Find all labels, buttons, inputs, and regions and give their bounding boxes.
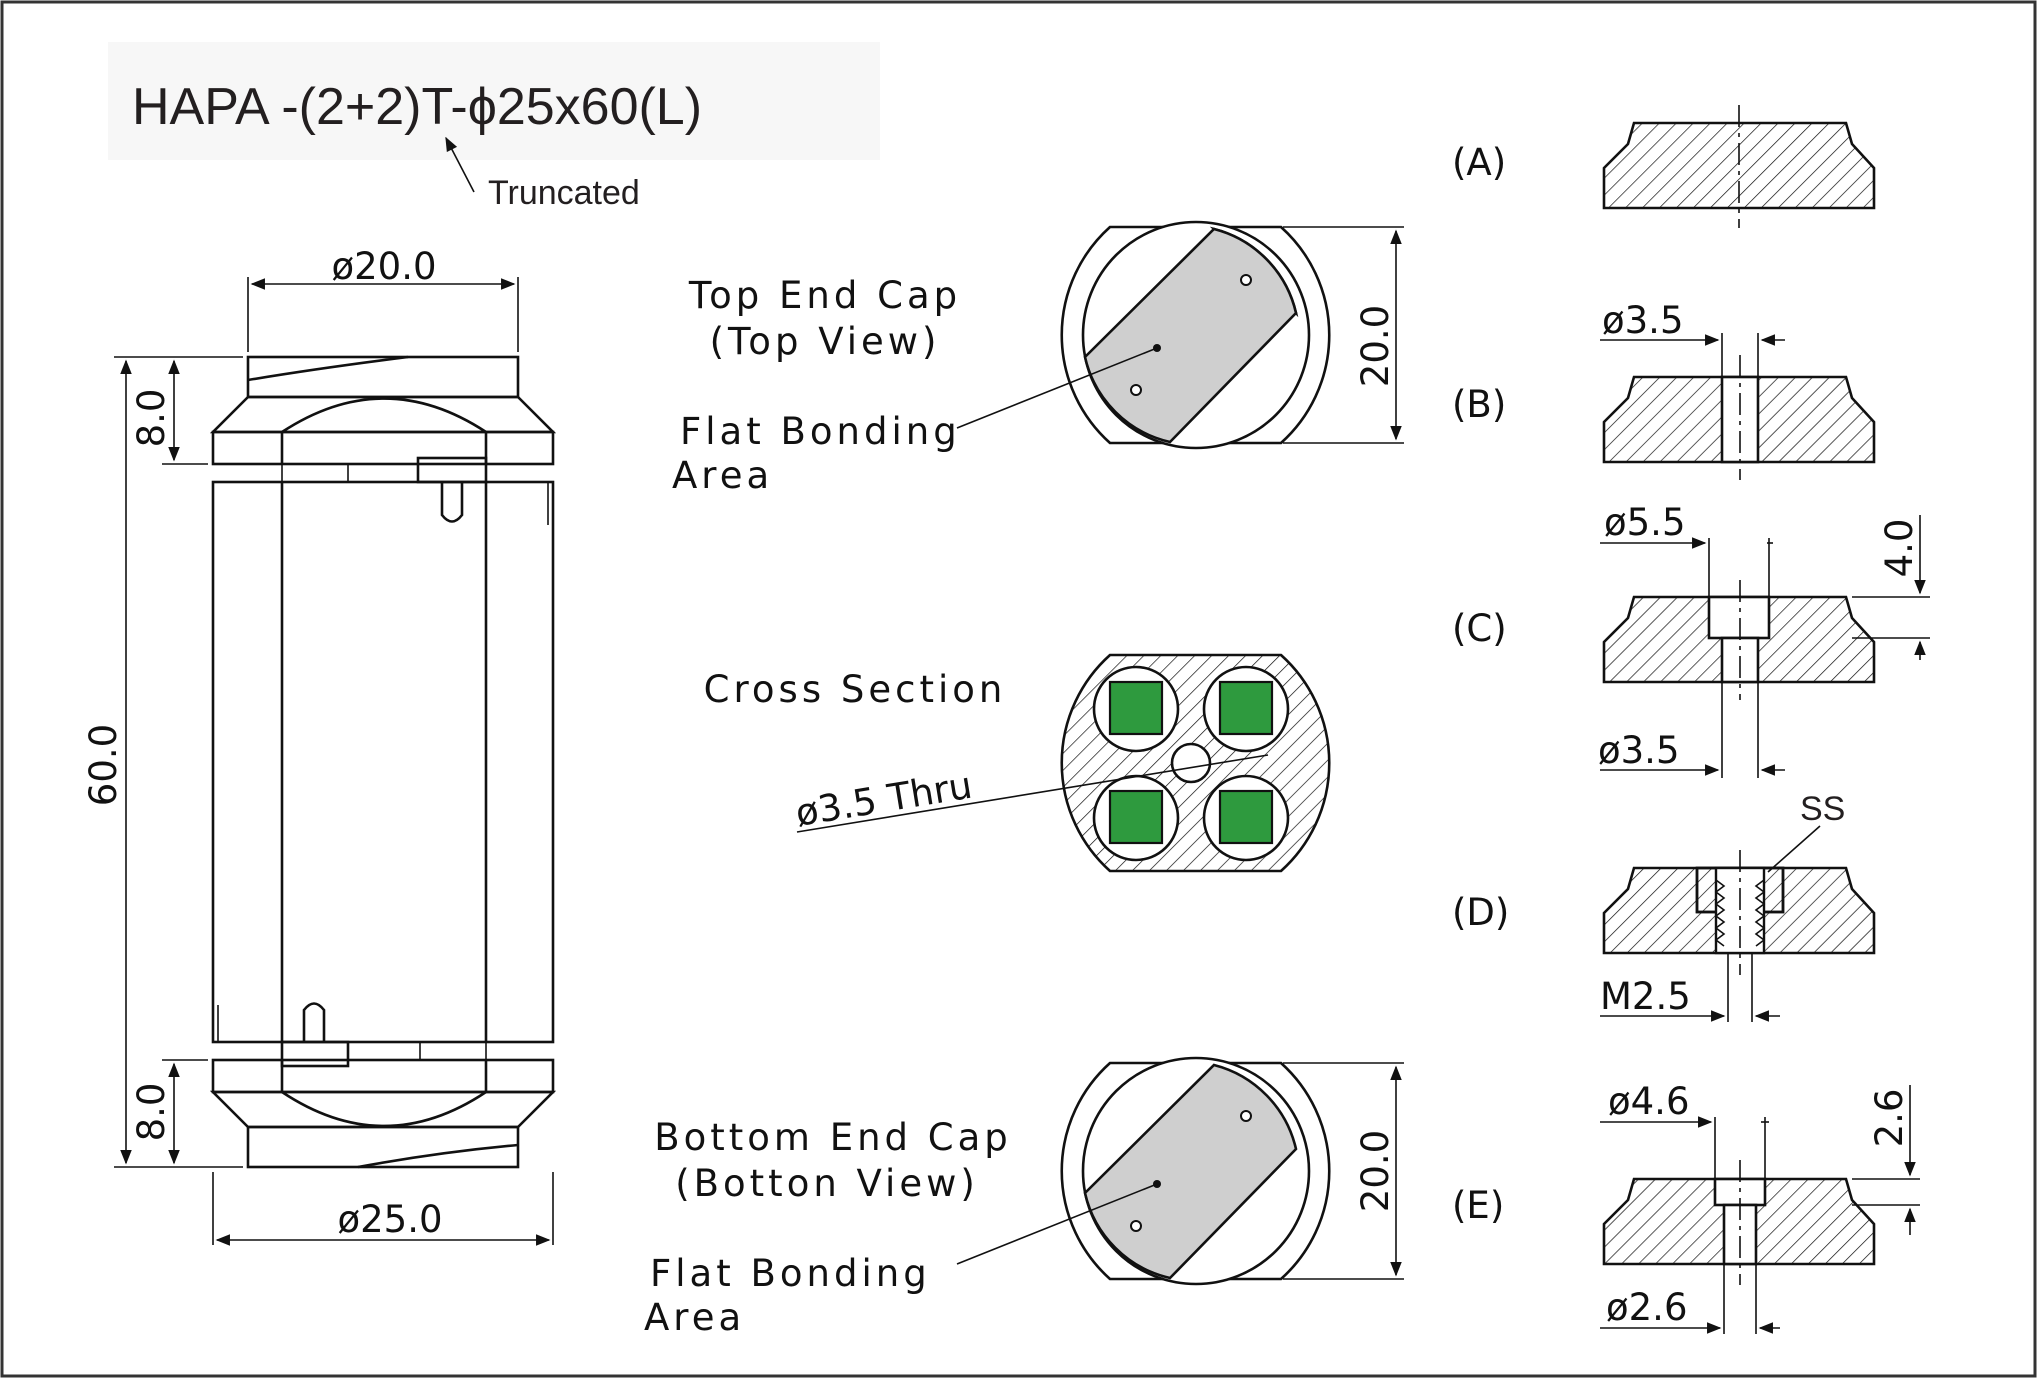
- variant-e-hole: ø2.6: [1606, 1286, 1687, 1329]
- side-view: [209, 355, 557, 1169]
- cross-section-view: Cross Section ø3.5 Thru: [704, 653, 1331, 873]
- title-background: [108, 42, 880, 160]
- variant-b-label: (B): [1452, 383, 1506, 426]
- variant-d-insert: SS: [1800, 790, 1845, 828]
- element-3: [1108, 789, 1164, 845]
- variant-d: (D) SS M2.5: [1452, 790, 1876, 1022]
- variant-e-counterbore: ø4.6: [1608, 1080, 1689, 1123]
- truncated-note: Truncated: [488, 174, 640, 212]
- variant-c-counterbore: ø5.5: [1604, 501, 1685, 544]
- top-end-cap-view: Top End Cap (Top View) Flat Bonding Area…: [672, 220, 1404, 497]
- variant-d-label: (D): [1452, 891, 1509, 934]
- bottom-flat-label-2: Area: [644, 1296, 745, 1339]
- element-2: [1218, 680, 1274, 736]
- element-4: [1218, 789, 1274, 845]
- variant-b: (B) ø3.5: [1452, 299, 1876, 480]
- variant-b-hole: ø3.5: [1602, 299, 1683, 342]
- truncated-pointer: [445, 136, 475, 193]
- bottom-cap-height-label: 8.0: [130, 1083, 173, 1142]
- variant-c: (C) ø5.5 4.0 ø3.5: [1452, 501, 1930, 778]
- top-cap-title: Top End Cap: [688, 274, 961, 317]
- part-number-title: HAPA -(2+2)T-ϕ25x60(L): [132, 78, 702, 136]
- top-cap-subtitle: (Top View): [710, 320, 941, 363]
- bottom-cap-title: Bottom End Cap: [654, 1116, 1012, 1159]
- thru-hole-label: ø3.5 Thru: [793, 764, 976, 835]
- variant-c-label: (C): [1452, 607, 1507, 650]
- overall-length-label: 60.0: [82, 724, 125, 806]
- variant-e-label: (E): [1452, 1184, 1504, 1227]
- element-1: [1108, 680, 1164, 736]
- top-cap-height-label: 8.0: [130, 389, 173, 448]
- cross-section-title: Cross Section: [704, 668, 1007, 711]
- top-flat-label-2: Area: [672, 454, 773, 497]
- bottom-cap-dimension: 20.0: [1354, 1130, 1397, 1212]
- variant-e-depth: 2.6: [1868, 1089, 1911, 1148]
- variant-d-thread: M2.5: [1600, 975, 1691, 1018]
- variant-c-hole: ø3.5: [1598, 729, 1679, 772]
- bottom-diameter-label: ø25.0: [337, 1198, 442, 1241]
- top-cap-dimension: 20.0: [1354, 305, 1397, 387]
- variant-a: (A): [1452, 105, 1876, 228]
- side-view-dimensions: ø20.0 ø25.0 60.0 8.0 8.0: [82, 245, 554, 1246]
- variant-e: (E) ø4.6 2.6 ø2.6: [1452, 1080, 1920, 1334]
- bottom-flat-label-1: Flat Bonding: [650, 1252, 931, 1295]
- variant-c-depth: 4.0: [1878, 519, 1921, 578]
- variant-a-label: (A): [1452, 141, 1506, 184]
- bottom-end-cap-view: Bottom End Cap (Botton View) Flat Bondin…: [644, 1056, 1404, 1339]
- top-flat-label-1: Flat Bonding: [680, 410, 961, 453]
- bottom-cap-subtitle: (Botton View): [675, 1162, 979, 1205]
- top-diameter-label: ø20.0: [331, 245, 436, 288]
